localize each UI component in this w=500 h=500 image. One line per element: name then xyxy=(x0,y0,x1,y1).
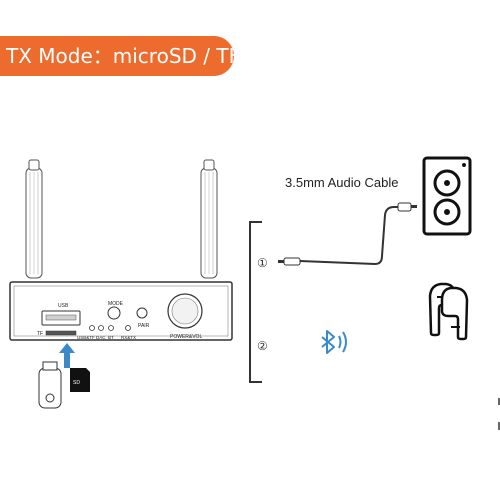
power-volume-knob[interactable] xyxy=(167,293,203,329)
audio-plug-right xyxy=(397,202,417,212)
indicator-label-usb-tf: USB&TF xyxy=(77,335,95,340)
earbuds-icon xyxy=(428,282,469,341)
options-bracket xyxy=(249,221,262,383)
microsd-card-icon: SD xyxy=(70,368,90,392)
audio-cable xyxy=(299,206,405,266)
led-bt xyxy=(108,325,114,331)
option-marker-1: ① xyxy=(257,256,268,270)
cable-label: 3.5mm Audio Cable xyxy=(285,175,399,190)
usb-drive-icon xyxy=(38,361,62,409)
up-arrow-icon xyxy=(59,343,75,368)
bluetooth-icon xyxy=(321,330,347,354)
indicator-label-rx-tx: RX&TX xyxy=(121,335,136,340)
mode-banner: TX Mode：microSD / TF xyxy=(0,36,234,76)
led-dac xyxy=(98,325,104,331)
indicator-label-dac: DAC xyxy=(96,335,106,340)
led-rx-tx xyxy=(125,325,131,331)
power-label: POWER&VOL xyxy=(170,334,202,340)
pair-button[interactable] xyxy=(136,307,148,319)
audio-plug-left xyxy=(278,257,301,266)
mode-label: MODE xyxy=(108,301,124,307)
pair-label: PAIR xyxy=(138,323,150,329)
tf-slot[interactable] xyxy=(45,330,77,336)
mode-title: TX Mode：microSD / TF xyxy=(6,44,234,68)
mode-button[interactable] xyxy=(107,306,121,320)
option-marker-2: ② xyxy=(257,339,268,353)
indicator-label-bt: BT xyxy=(108,335,114,340)
tf-label: TF xyxy=(37,331,43,337)
svg-text:SD: SD xyxy=(73,380,80,386)
usb-label: USB xyxy=(58,303,69,309)
usb-port[interactable] xyxy=(41,310,81,326)
speaker-icon xyxy=(422,156,472,236)
antenna-icon xyxy=(200,159,218,279)
led-usb-tf xyxy=(89,325,95,331)
antenna-icon xyxy=(25,159,43,279)
